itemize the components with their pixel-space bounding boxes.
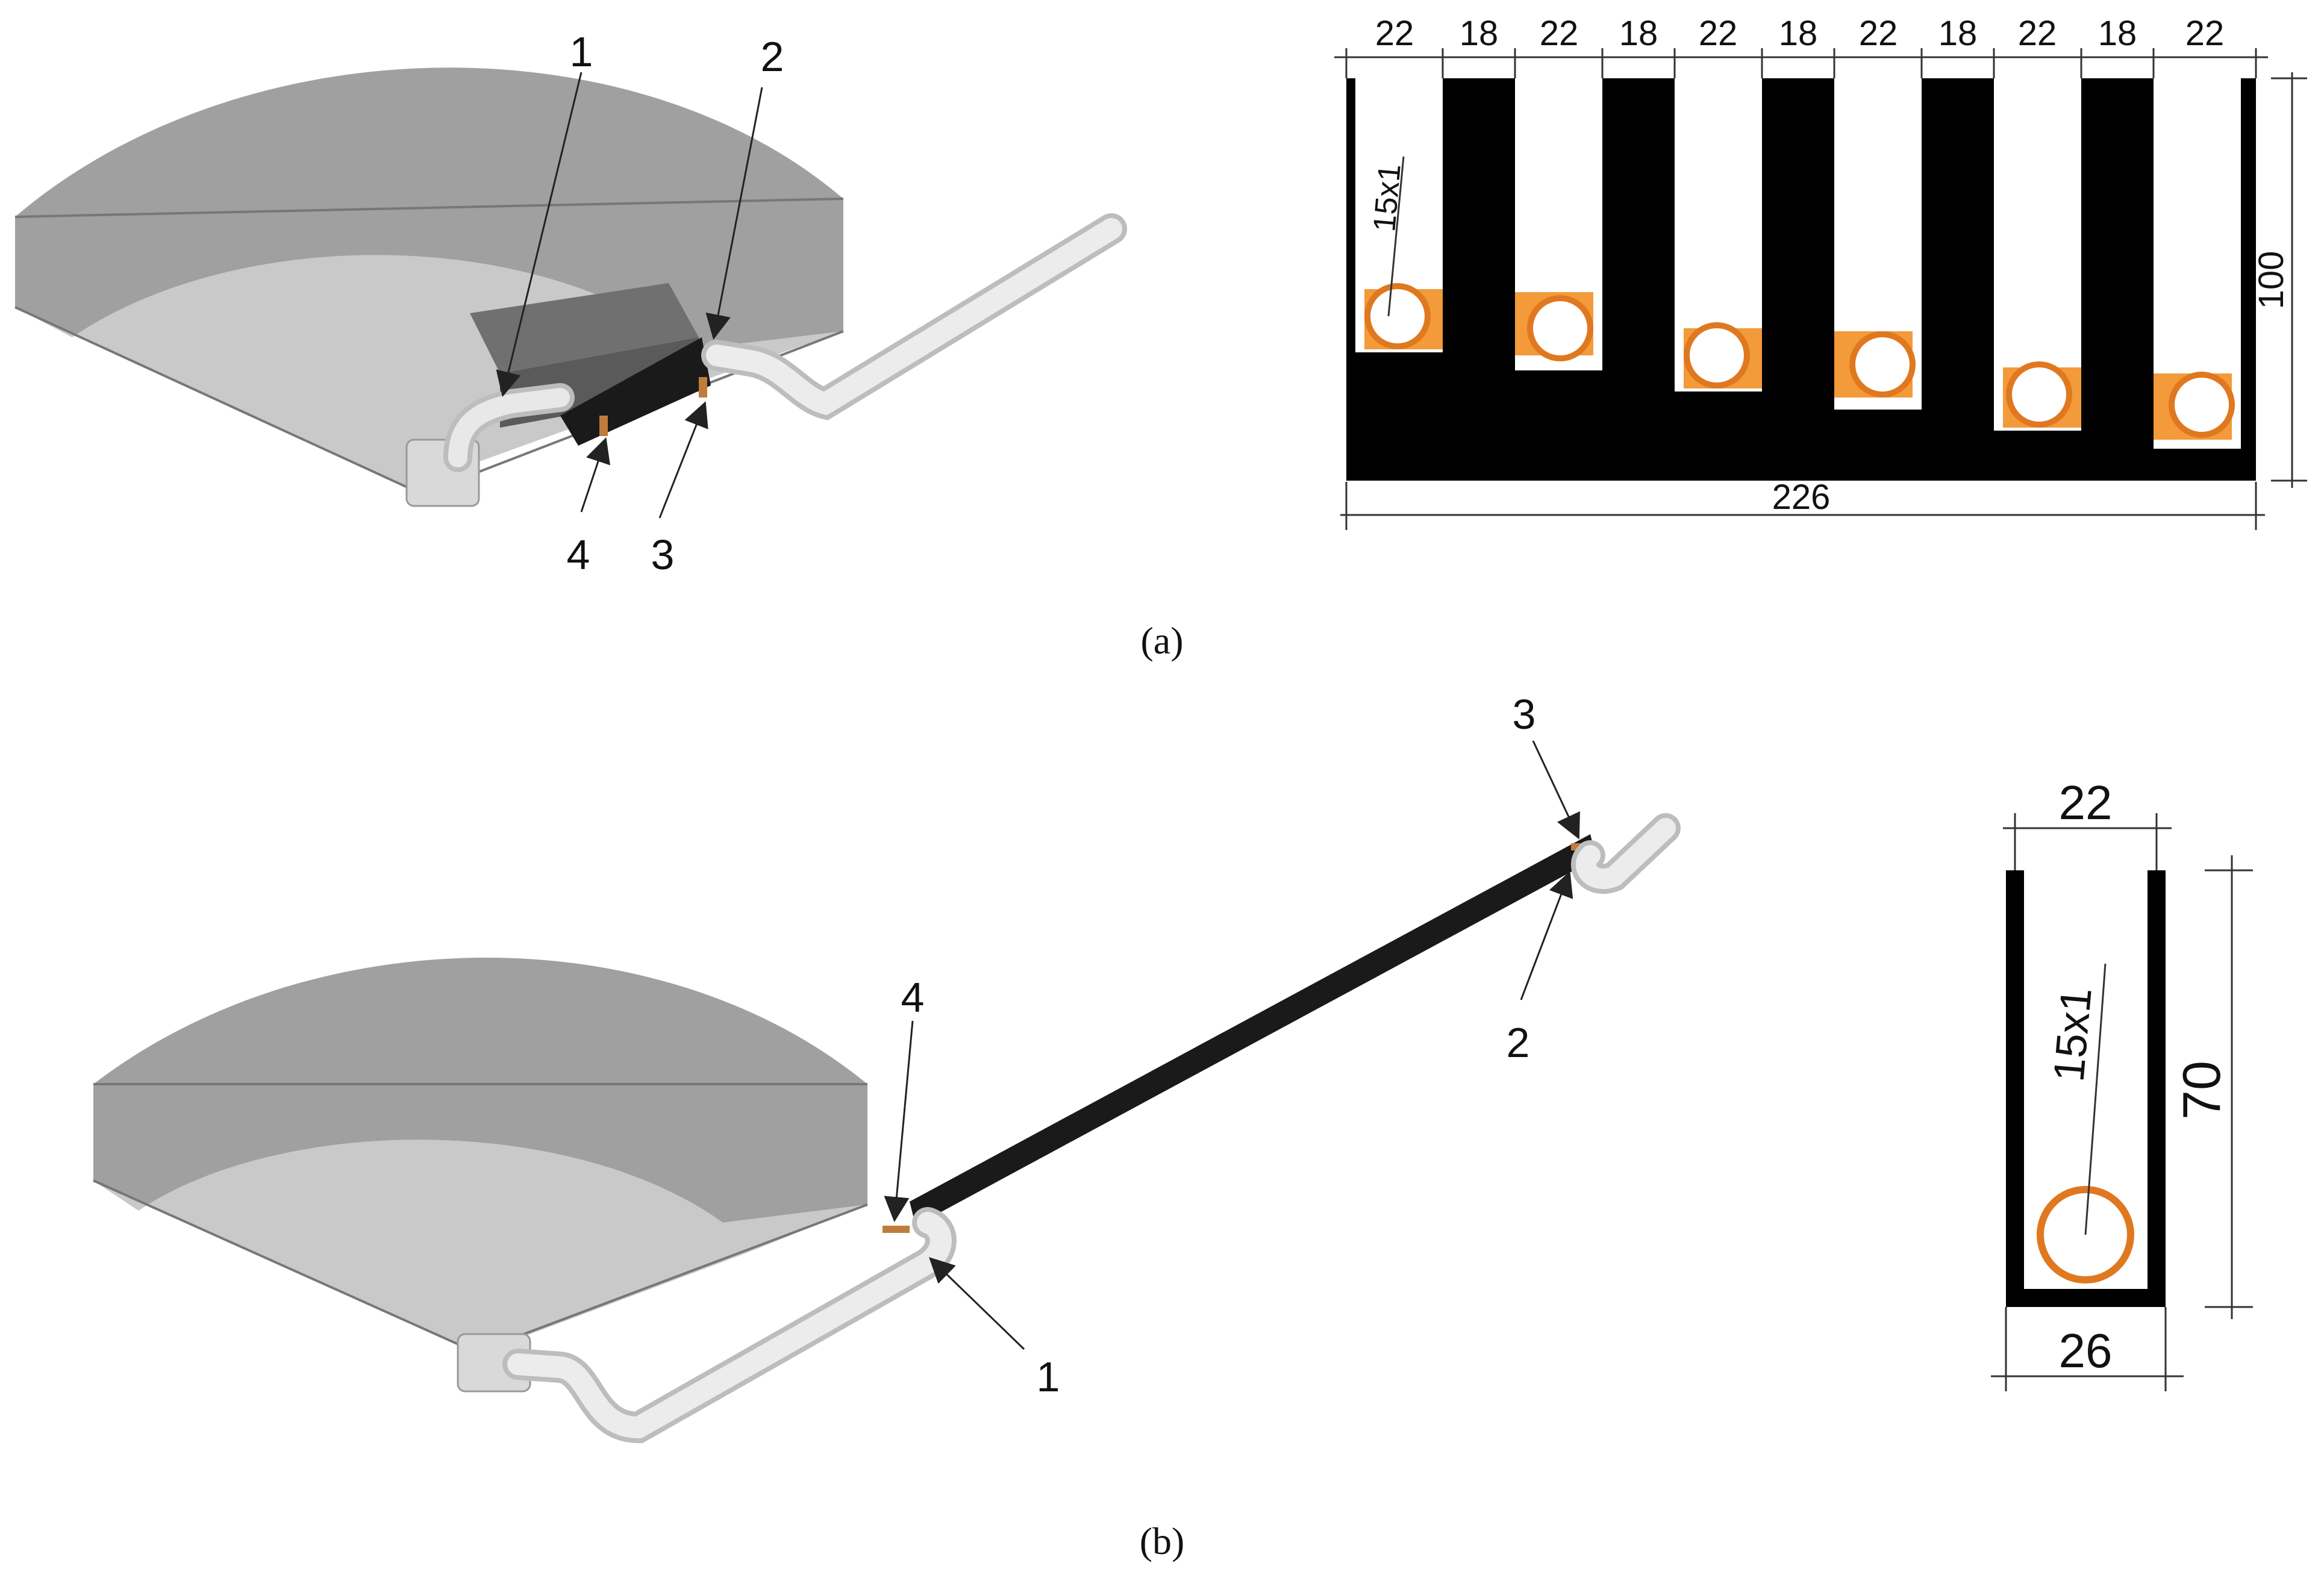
copper-stub-4	[599, 416, 608, 436]
copper-stub-4-b	[882, 1226, 910, 1233]
callout-b-1: 1	[1037, 1353, 1060, 1400]
height-dim-label: 100	[2252, 251, 2291, 310]
leader-b-1	[928, 1257, 1025, 1350]
bottom-width-label-b: 26	[2059, 1324, 2113, 1377]
leader-3	[658, 401, 708, 519]
tube-6	[2154, 372, 2235, 440]
callout-a-1: 1	[570, 28, 593, 75]
absorber-bar	[910, 834, 1596, 1226]
leader-b-4	[884, 1020, 914, 1223]
top-dim-3: 22	[1540, 14, 1579, 53]
top-dim-10: 18	[2098, 14, 2137, 53]
tube-label-b: 15x1	[2044, 986, 2101, 1084]
panel-b-isometric: 1 2 3 4	[93, 691, 1681, 1444]
callout-b-3: 3	[1513, 691, 1536, 738]
top-dim-8: 18	[1938, 14, 1978, 53]
leader-1	[496, 72, 583, 398]
top-dim-11: 22	[2185, 14, 2225, 53]
tank-floor-b	[93, 1140, 867, 1352]
absorber-unit	[560, 337, 711, 446]
tube-3	[1684, 322, 1762, 388]
leader-2	[705, 87, 763, 340]
top-dim-7: 22	[1859, 14, 1898, 53]
leader-b-2	[1520, 871, 1573, 1000]
callout-a-4: 4	[567, 531, 590, 578]
top-dim-ticks	[1345, 48, 2257, 78]
pipe-outlet-highlight	[706, 218, 1122, 416]
top-dim-5: 22	[1699, 14, 1738, 53]
leader-4	[580, 437, 610, 513]
tube-label-leader-a	[1387, 156, 1405, 317]
tube-2	[1515, 292, 1593, 361]
copper-stub-3	[699, 377, 707, 398]
top-dim-6: 18	[1779, 14, 1818, 53]
top-dim-2: 18	[1460, 14, 1499, 53]
pipe-outlet-b-highlight	[1576, 818, 1676, 889]
pipe-inlet-b-highlight	[507, 1212, 952, 1439]
caption-a: (a)	[1140, 619, 1183, 662]
leader-b-3	[1532, 740, 1580, 840]
callout-b-4: 4	[901, 974, 925, 1021]
height-label-b: 70	[2172, 1061, 2231, 1120]
pipe-inlet-highlight	[448, 388, 570, 467]
tank-back-wall-b	[93, 958, 867, 1223]
top-width-label-b: 22	[2059, 776, 2113, 829]
u-channel	[2006, 870, 2166, 1307]
caption-b: (b)	[1140, 1520, 1185, 1562]
callout-a-3: 3	[651, 531, 675, 578]
absorber-profile	[1346, 78, 2256, 481]
tube-label-leader-b	[2084, 963, 2107, 1235]
panel-a-section: 15x1 22 18 22 18 22 18 22 18 22 18 22 22…	[1334, 14, 2307, 530]
tube-4	[1834, 331, 1916, 398]
callout-a-2: 2	[761, 33, 784, 80]
collector-box	[470, 283, 699, 373]
top-dim-1: 22	[1375, 14, 1414, 53]
callout-b-2: 2	[1507, 1019, 1530, 1066]
tube-label-a: 15x1	[1367, 163, 1408, 233]
top-dim-4: 18	[1619, 14, 1658, 53]
tube-1	[1364, 283, 1443, 349]
panel-b-section: 15x1 22 26 70	[1991, 776, 2253, 1391]
panel-a-isometric: 1 2 3 4	[14, 28, 1127, 578]
top-dim-9: 22	[2018, 14, 2057, 53]
tube-5	[2003, 361, 2081, 428]
bottom-dim-label: 226	[1772, 478, 1831, 517]
